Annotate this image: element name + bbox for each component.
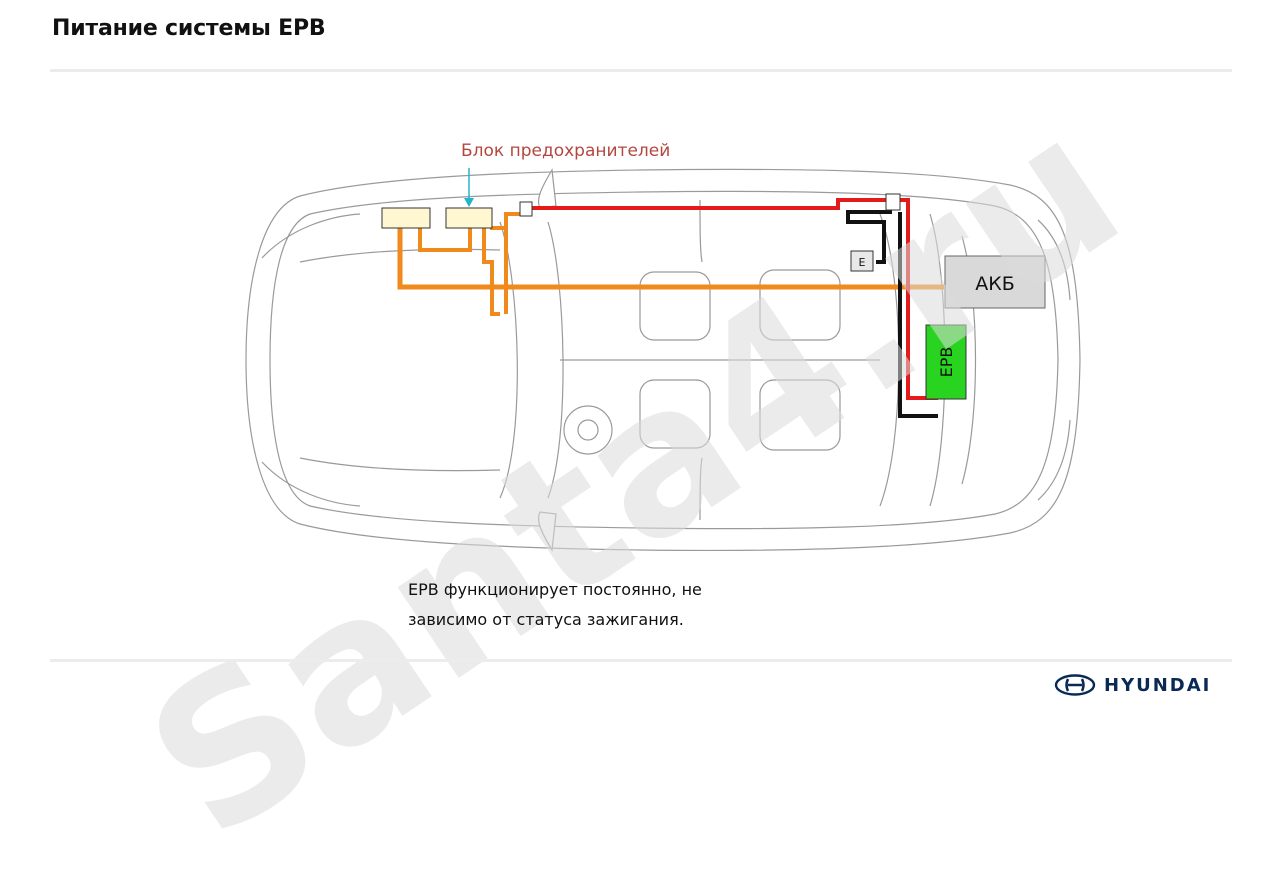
- epb-module-label: EPB: [937, 347, 956, 378]
- car-wiring-diagram: E АКБ EPB: [245, 168, 1081, 552]
- ground-wire-to-e: [846, 210, 892, 264]
- battery-label: АКБ: [975, 273, 1015, 295]
- hyundai-emblem-icon: [1054, 674, 1096, 696]
- caption: EPB функционирует постоянно, не зависимо…: [408, 575, 828, 635]
- ground-point-box: [850, 250, 874, 272]
- power-wiring: [530, 198, 938, 400]
- fuse-box-left: [381, 207, 431, 229]
- ground-wiring: [846, 210, 938, 418]
- front-seat-left: [639, 271, 711, 341]
- epb-module-box: [925, 324, 967, 400]
- mirror-top: [537, 168, 557, 209]
- fuse-wire-link: [418, 228, 472, 252]
- power-wire-top: [530, 198, 938, 400]
- hood-line-top: [299, 248, 501, 263]
- front-seat-right: [639, 379, 711, 449]
- hyundai-logo: HYUNDAI: [1054, 673, 1211, 697]
- fuse-wire-main: [397, 226, 944, 290]
- rear-seat-left: [759, 269, 841, 341]
- battery-box: [944, 255, 1046, 309]
- footer-divider: [50, 659, 1232, 662]
- header-divider: [50, 69, 1232, 72]
- headlight-bottom: [261, 461, 361, 507]
- steering-hub: [577, 419, 599, 441]
- logo-wordmark: HYUNDAI: [1104, 674, 1212, 696]
- page-title: Питание системы EPB: [52, 16, 326, 41]
- taillight-top: [1037, 219, 1071, 301]
- connector-front: [519, 201, 533, 217]
- steering-wheel: [563, 405, 613, 455]
- fuse-block-label: Блок предохранителей: [461, 141, 671, 161]
- taillight-bottom: [1037, 419, 1071, 501]
- ground-point-label: E: [859, 256, 866, 269]
- headlight-top: [261, 213, 361, 259]
- hood-line-bottom: [299, 457, 501, 472]
- caption-line-1: EPB функционирует постоянно, не: [408, 580, 702, 599]
- windshield: [499, 221, 518, 499]
- fuse-wire-drop: [482, 228, 500, 316]
- fuse-box-right: [445, 207, 493, 229]
- car-outline: [245, 168, 1081, 552]
- fuse-wiring: [397, 212, 944, 316]
- car-body-inner: [269, 190, 1059, 530]
- mirror-bottom: [537, 511, 557, 552]
- car-body-outer: [245, 168, 1081, 552]
- fuse-wire-right: [490, 212, 520, 230]
- ground-wire-to-epb: [898, 212, 938, 418]
- door-line-bottom: [699, 457, 703, 521]
- caption-line-2: зависимо от статуса зажигания.: [408, 610, 684, 629]
- rear-seat-right: [759, 379, 841, 451]
- fuse-label-arrow-head: [464, 198, 474, 207]
- connector-rear: [885, 193, 901, 211]
